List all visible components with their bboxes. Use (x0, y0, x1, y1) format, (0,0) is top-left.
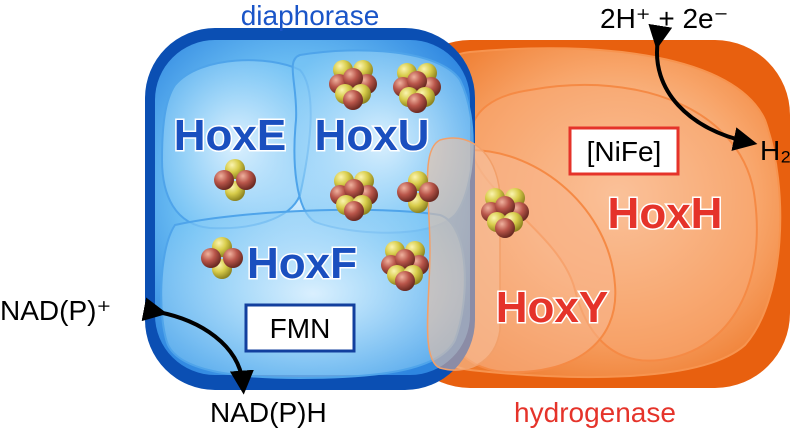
hoxf-subunit-shape (160, 208, 466, 380)
hydrogenase-title: hydrogenase (514, 397, 676, 428)
fe4s4-cluster-icon (393, 63, 441, 113)
hoxf-label: HoxF (247, 239, 357, 288)
fe2s2-cluster-icon (214, 159, 256, 201)
diaphorase-title: diaphorase (241, 0, 380, 31)
fmn-box: FMN (244, 303, 356, 353)
overlap-region (426, 137, 501, 371)
nad-reduced-label: NAD(P)H (210, 397, 327, 428)
h2-reaction-arrow (648, 23, 758, 151)
fe2s2-cluster-icon (397, 171, 439, 213)
hoxh-label: HoxH (608, 189, 723, 238)
fe4s4-cluster-icon (330, 171, 378, 221)
nad-oxidized-label: NAD(P)⁺ (0, 295, 111, 326)
fe4s4-cluster-icon (481, 188, 529, 238)
hoxe-label: HoxE (174, 111, 286, 160)
hoxy-label: HoxY (496, 283, 608, 332)
fe2s2-cluster-icon (201, 237, 243, 279)
nad-reaction-arrow (141, 297, 254, 395)
hydrogen-label: H₂ (760, 135, 791, 166)
nife-box: [NiFe] (568, 126, 680, 176)
fmn-label: FMN (270, 313, 331, 344)
fe4s4-cluster-icon (381, 241, 429, 291)
fes-clusters (201, 60, 529, 291)
hoxu-label: HoxU (315, 111, 430, 160)
nife-label: [NiFe] (587, 136, 662, 167)
fe4s4-cluster-icon (329, 60, 377, 110)
protons-label: 2H⁺ + 2e⁻ (600, 3, 728, 34)
